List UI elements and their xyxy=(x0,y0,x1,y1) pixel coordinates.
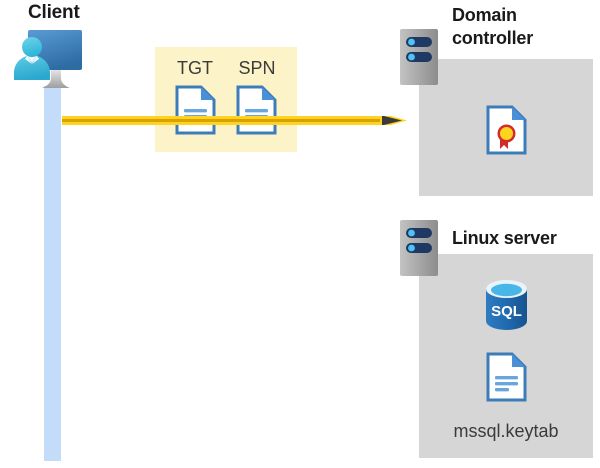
tgt-document-icon xyxy=(175,85,216,135)
spn-caption: SPN xyxy=(238,58,276,78)
keytab-document-icon xyxy=(486,352,527,402)
sql-database-icon: SQL xyxy=(483,279,530,331)
keytab-filename-label: mssql.keytab xyxy=(453,421,559,441)
tgt-spn-region: TGT SPN xyxy=(155,47,297,152)
domain-controller-panel xyxy=(419,59,593,196)
client-label: Client xyxy=(28,2,80,23)
linux-server-label: Linux server xyxy=(452,228,557,248)
user-workstation-icon xyxy=(8,26,100,96)
domain-controller-label: Domain controller xyxy=(452,5,534,48)
domain-controller-server-icon xyxy=(400,29,438,85)
auth-request-arrow xyxy=(62,112,407,128)
tgt-caption: TGT xyxy=(177,58,213,78)
sql-icon-text: SQL xyxy=(491,303,522,320)
spn-document-icon xyxy=(236,85,277,135)
linux-server-rack-icon xyxy=(400,220,438,276)
certificate-icon xyxy=(486,105,527,155)
client-lifeline xyxy=(44,86,61,461)
